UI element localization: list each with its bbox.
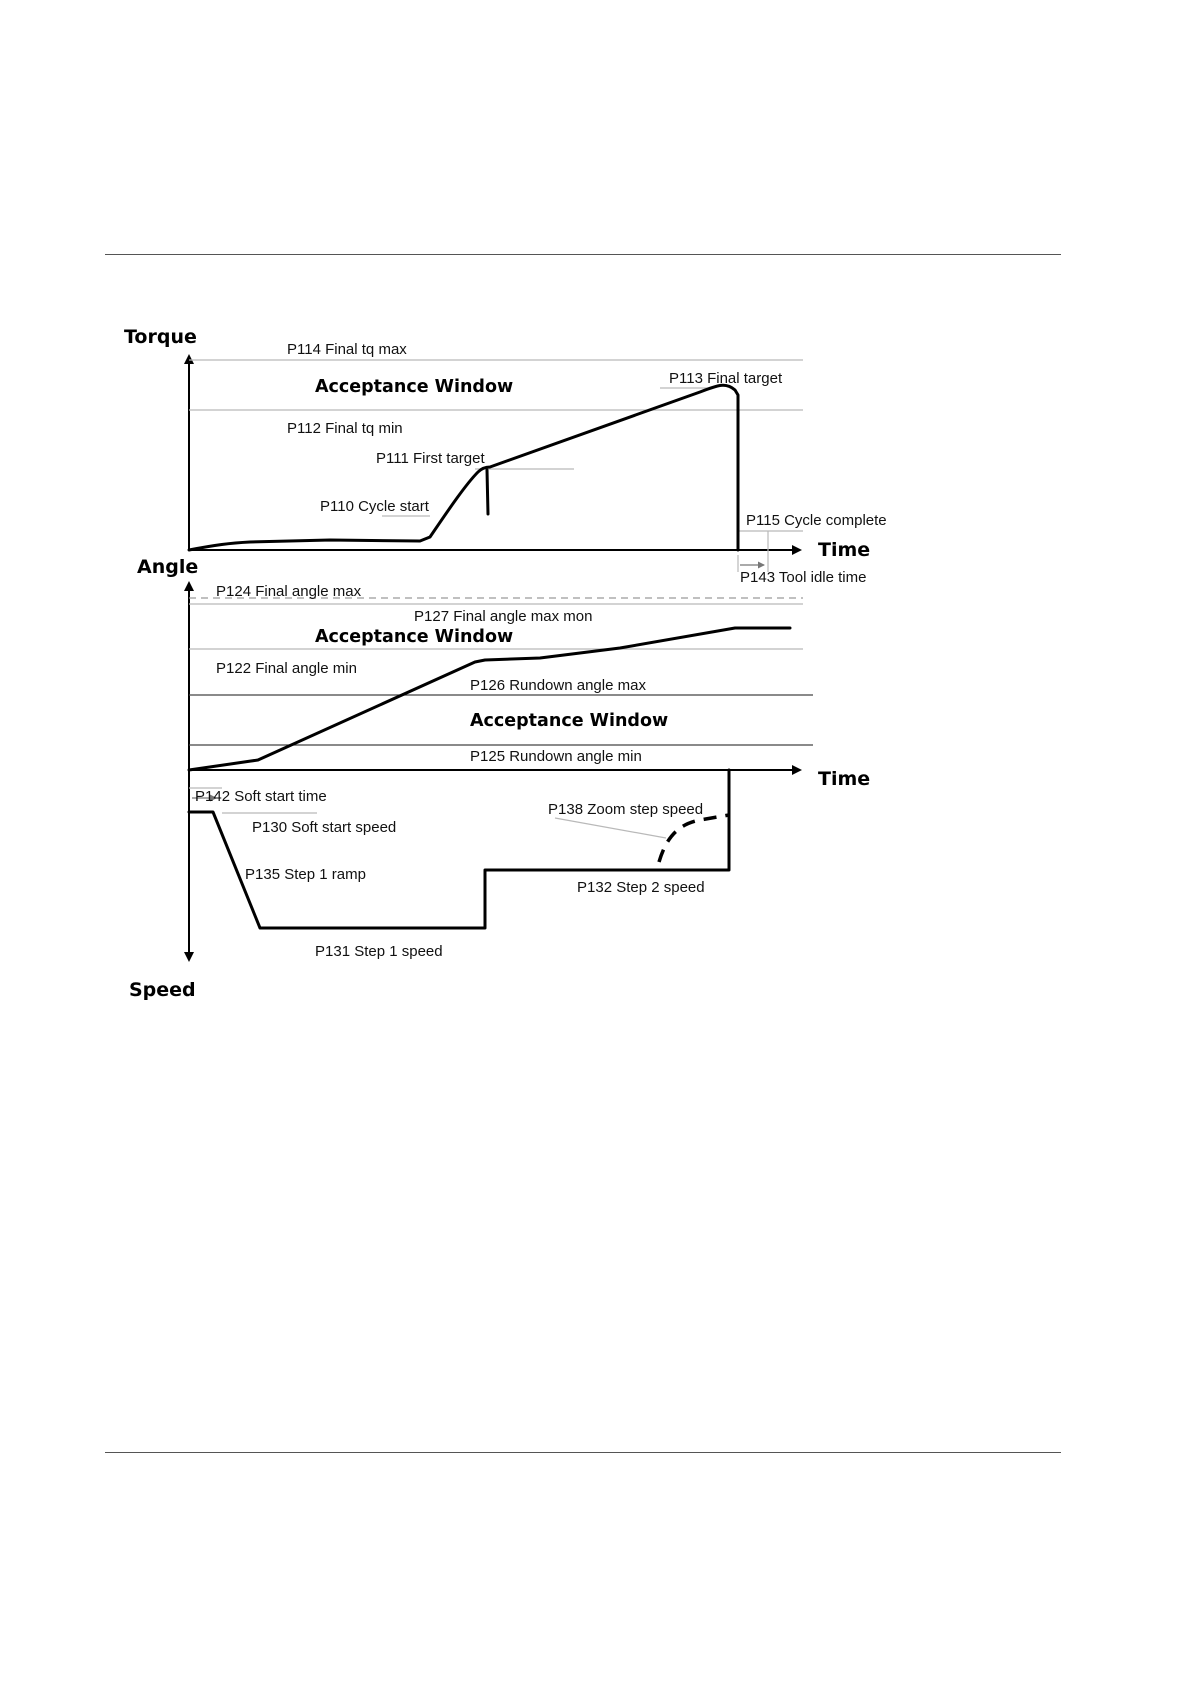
zoom-step-speed-curve — [657, 813, 730, 863]
zoom-step-speed-pointer — [554, 817, 667, 839]
label-p132: P132 Step 2 speed — [577, 879, 705, 896]
label-p110: P110 Cycle start — [320, 498, 430, 515]
label-p135: P135 Step 1 ramp — [245, 866, 366, 883]
angle-curve — [187, 626, 792, 772]
label-p113: P113 Final target — [669, 370, 783, 387]
header-rule — [105, 254, 1061, 255]
time-axis-bottom-title: Time — [818, 768, 870, 790]
label-p125: P125 Rundown angle min — [470, 748, 642, 765]
label-p122: P122 Final angle min — [216, 660, 357, 677]
label-p111: P111 First target — [376, 450, 485, 467]
torque-axis-title: Torque — [124, 326, 197, 348]
speed-axis-title: Speed — [129, 979, 196, 1001]
footer-rule — [105, 1452, 1061, 1453]
label-p142: P142 Soft start time — [195, 788, 327, 805]
angle-axis-title: Angle — [137, 556, 198, 578]
label-p114: P114 Final tq max — [287, 341, 407, 358]
label-p124: P124 Final angle max — [216, 583, 362, 600]
label-p131: P131 Step 1 speed — [315, 943, 443, 960]
speed-curve — [187, 768, 731, 930]
label-p143: P143 Tool idle time — [740, 569, 866, 586]
torque-acceptance-window: Acceptance Window — [315, 377, 513, 397]
first-target-dip — [485, 468, 490, 516]
label-p126: P126 Rundown angle max — [470, 677, 646, 694]
label-p127: P127 Final angle max mon — [414, 608, 592, 625]
torque-curve — [187, 383, 740, 552]
label-p115: P115 Cycle complete — [746, 512, 887, 529]
label-p130: P130 Soft start speed — [252, 819, 396, 836]
label-p112: P112 Final tq min — [287, 420, 403, 437]
time-axis-top-title: Time — [818, 539, 870, 561]
label-p138: P138 Zoom step speed — [548, 801, 703, 818]
rundown-angle-acceptance-window: Acceptance Window — [470, 711, 668, 731]
final-angle-acceptance-window: Acceptance Window — [315, 627, 513, 647]
